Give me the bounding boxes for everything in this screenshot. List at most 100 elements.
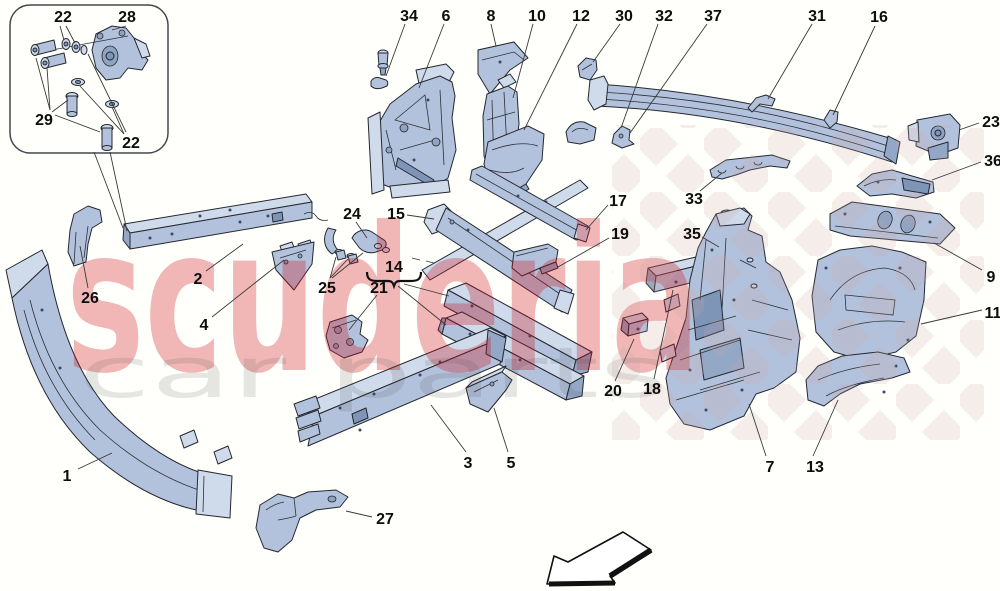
part-duct-13 <box>805 351 911 407</box>
callout-17[interactable]: 17 <box>609 193 627 210</box>
callout-4[interactable]: 4 <box>200 317 209 334</box>
callout-leader-line <box>329 258 349 279</box>
callout-1[interactable]: 1 <box>63 468 72 485</box>
callout-11[interactable]: 11 <box>985 305 1000 322</box>
part-bracket-23 <box>907 113 961 161</box>
callout-leader-line <box>111 25 127 31</box>
callout-leader-line <box>51 99 69 113</box>
callout-36[interactable]: 36 <box>984 153 1000 170</box>
callout-leader-line <box>832 25 876 116</box>
callout-24[interactable]: 24 <box>343 206 361 223</box>
callout-leader-line <box>933 242 983 271</box>
part-frame-bracket-6 <box>367 63 457 199</box>
part-pins-25 <box>334 249 359 265</box>
callout-28[interactable]: 28 <box>118 9 136 26</box>
part-bolts-29 <box>30 39 114 151</box>
alignment-dash <box>411 257 421 261</box>
part-channel-19 <box>511 243 559 277</box>
callout-leader-line <box>920 309 983 325</box>
callout-15[interactable]: 15 <box>387 206 405 223</box>
part-structure-7 <box>659 207 801 431</box>
callout-leader-line <box>418 23 445 89</box>
callout-19[interactable]: 19 <box>611 226 629 243</box>
part-washers-22 <box>61 38 119 108</box>
callout-leader-line <box>748 403 767 457</box>
callout-leader-line <box>111 106 125 135</box>
part-sensor-34 <box>370 49 389 90</box>
callout-35[interactable]: 35 <box>683 226 701 243</box>
callout-leader-line <box>59 25 65 41</box>
callout-leader-line <box>493 407 509 453</box>
callout-18[interactable]: 18 <box>643 381 661 398</box>
callout-leader-line <box>512 23 534 99</box>
callout-25[interactable]: 25 <box>318 280 336 297</box>
callout-leader-line <box>614 338 635 382</box>
callout-3[interactable]: 3 <box>464 455 473 472</box>
part-clip-31 <box>747 94 776 113</box>
callout-30[interactable]: 30 <box>615 8 633 25</box>
callout-leader-line <box>385 23 406 77</box>
part-bracket-27 <box>255 489 349 553</box>
callout-10[interactable]: 10 <box>528 8 546 25</box>
part-rail-17 <box>469 165 591 243</box>
callout-leader-line <box>812 399 839 457</box>
callout-leader-line <box>65 25 76 44</box>
callout-leader-line <box>79 245 89 289</box>
part-bracket-26 <box>67 205 103 267</box>
callout-16[interactable]: 16 <box>870 9 888 26</box>
callout-29[interactable]: 29 <box>35 112 53 129</box>
callout-7[interactable]: 7 <box>766 459 775 476</box>
callout-leader-line <box>331 252 364 279</box>
callout-22[interactable]: 22 <box>54 9 72 26</box>
callout-22[interactable]: 22 <box>122 135 140 152</box>
callout-leader-line <box>767 23 813 100</box>
callout-leader-line <box>490 23 497 47</box>
callout-32[interactable]: 32 <box>655 8 673 25</box>
part-bracket-21 <box>325 314 369 359</box>
callout-leader-line <box>87 53 127 133</box>
callout-leader-line <box>699 172 723 192</box>
part-link-24 <box>324 227 390 255</box>
callout-21[interactable]: 21 <box>370 280 388 297</box>
callout-14[interactable]: 14 <box>385 259 403 276</box>
part-plate-9 <box>829 201 956 245</box>
callout-27[interactable]: 27 <box>376 511 394 528</box>
direction-arrow <box>546 531 653 587</box>
part-clip-32 <box>611 125 635 149</box>
callout-leader-line <box>653 289 674 380</box>
callout-leader-line <box>211 259 285 318</box>
callout-12[interactable]: 12 <box>572 8 590 25</box>
callout-6[interactable]: 6 <box>442 8 451 25</box>
callout-leader-line <box>205 243 244 272</box>
callout-leader-line <box>77 452 113 470</box>
callout-23[interactable]: 23 <box>982 114 1000 131</box>
annotation-layer <box>35 23 983 518</box>
callout-13[interactable]: 13 <box>806 459 824 476</box>
callout-5[interactable]: 5 <box>507 455 516 472</box>
callout-34[interactable]: 34 <box>400 8 418 25</box>
part-bracket-foot <box>565 121 597 145</box>
callout-33[interactable]: 33 <box>685 191 703 208</box>
callout-leader-line <box>348 294 378 331</box>
part-rail-2 <box>122 193 329 250</box>
callout-20[interactable]: 20 <box>604 383 622 400</box>
callout-leader-line <box>46 67 51 111</box>
callout-2[interactable]: 2 <box>194 271 203 288</box>
callout-leader-line <box>406 214 435 220</box>
callout-leader-line <box>355 221 368 239</box>
callout-26[interactable]: 26 <box>81 290 99 307</box>
callout-8[interactable]: 8 <box>487 8 496 25</box>
inset-detail-box <box>9 4 169 154</box>
part-clip-30 <box>577 57 598 81</box>
inset-connector-line <box>109 151 128 232</box>
callout-leader-line <box>585 204 609 231</box>
callout-leader-line <box>345 510 373 518</box>
inset-connector-line <box>93 151 124 229</box>
part-strip-33 <box>709 154 791 180</box>
callout-leader-line <box>397 285 447 326</box>
callout-9[interactable]: 9 <box>987 269 996 286</box>
callout-leader-line <box>592 23 621 63</box>
callout-31[interactable]: 31 <box>808 8 826 25</box>
callout-37[interactable]: 37 <box>704 8 722 25</box>
